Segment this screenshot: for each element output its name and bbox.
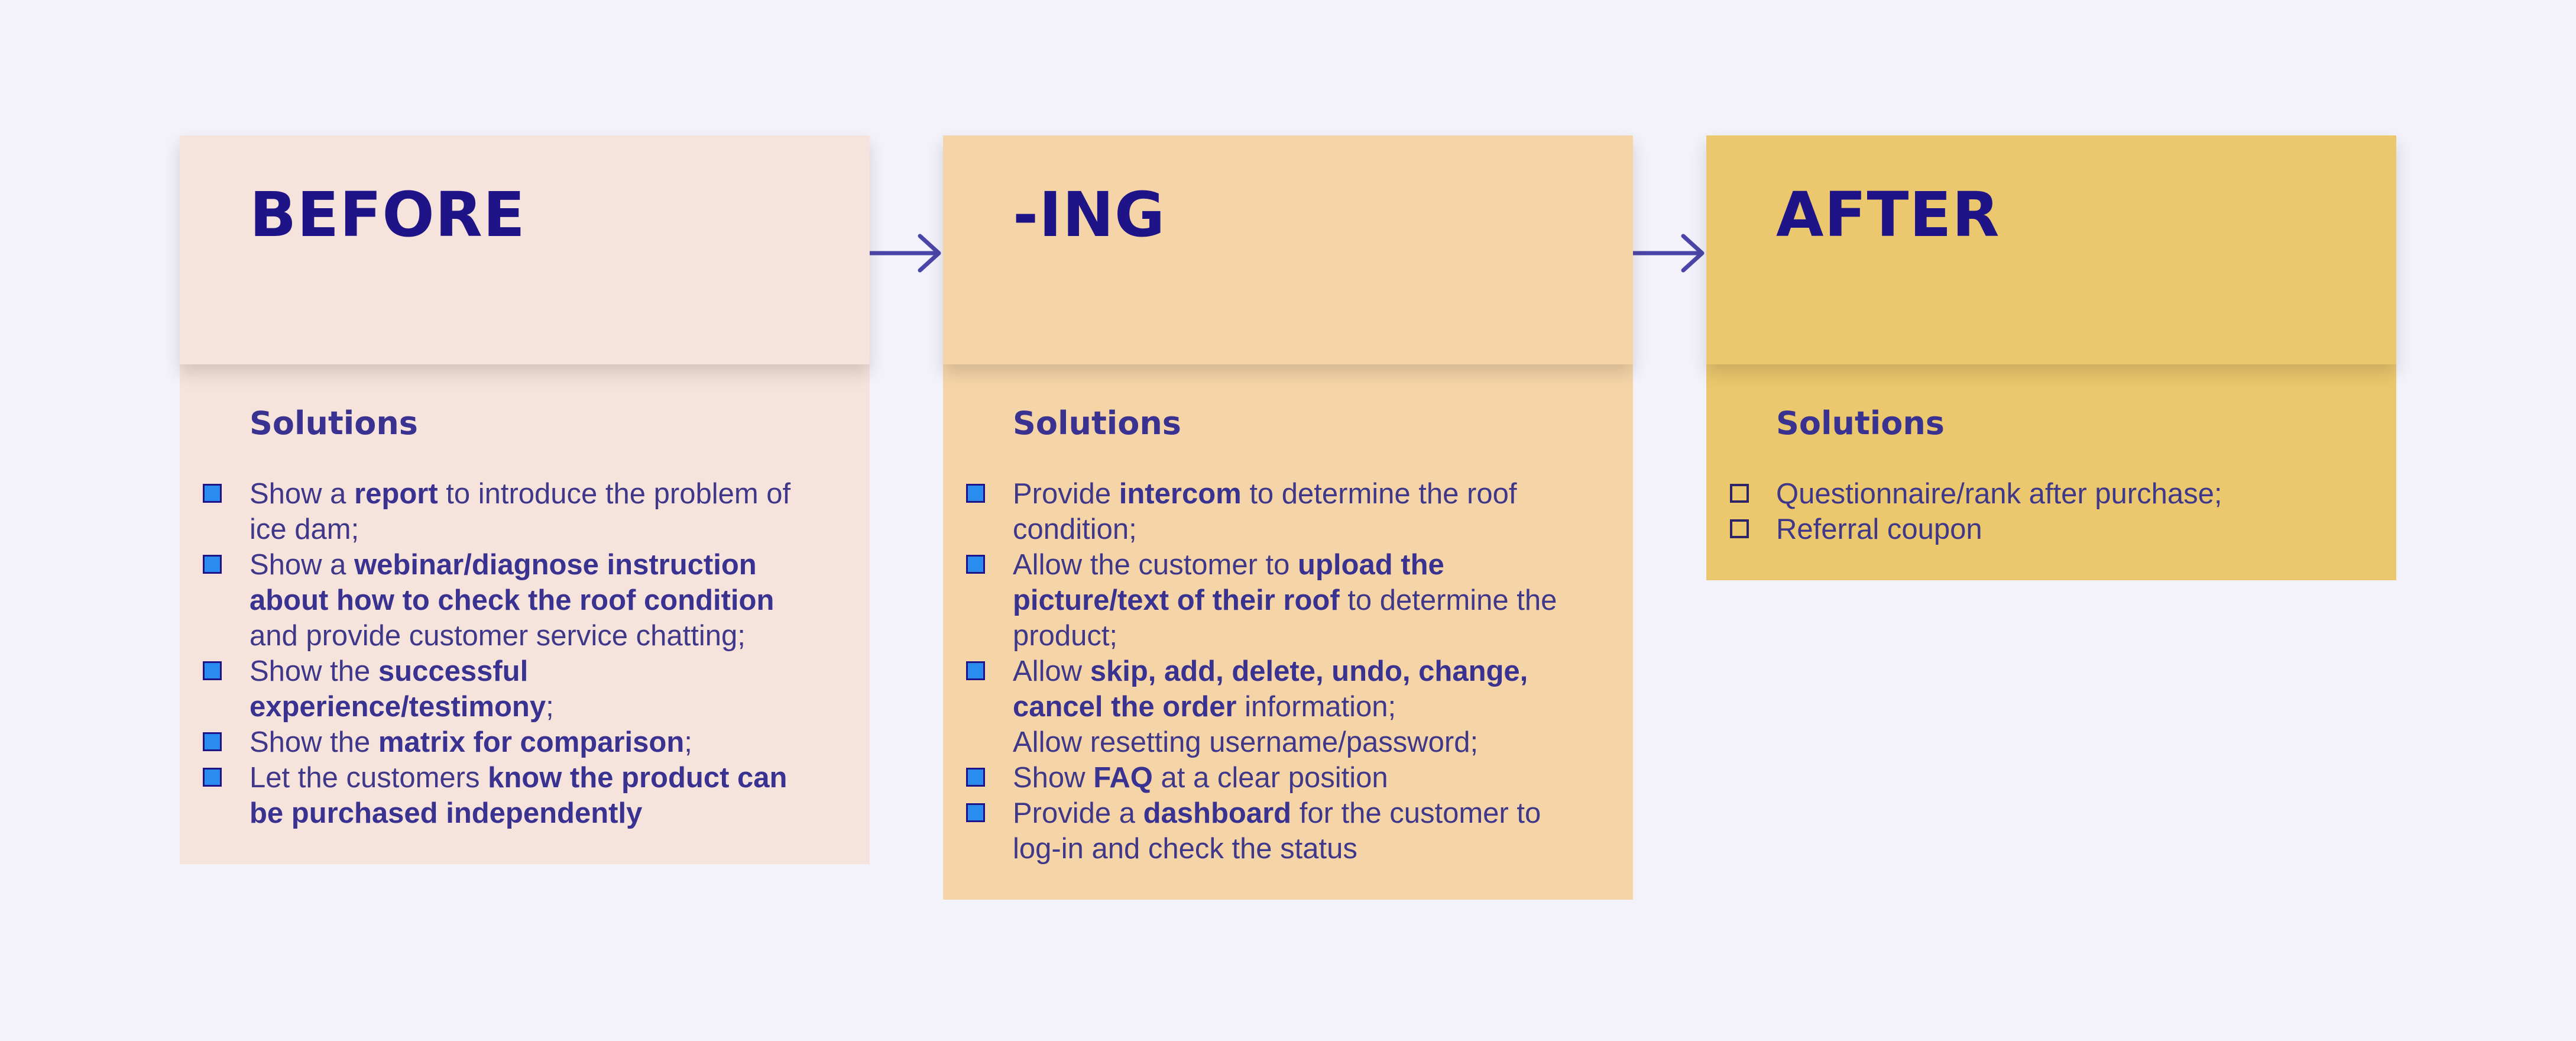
solution-item: Provide a dashboard for the customer to … — [966, 796, 1580, 867]
solution-item-text: to introduce the problem of ice dam; — [250, 478, 791, 546]
solution-item: Show a webinar/diagnose instruction abou… — [203, 547, 817, 654]
column-after-body: Solutions Questionnaire/rank after purch… — [1706, 364, 2396, 581]
column-subtitle: Solutions — [1776, 405, 1945, 442]
solution-item-text: information; — [1236, 691, 1396, 723]
solution-item-text: for the customer to log-in and check the… — [1013, 797, 1541, 865]
solutions-list: Provide intercom to determine the roof c… — [966, 476, 1580, 867]
column-subtitle: Solutions — [250, 405, 418, 442]
solution-item-text: and provide customer service chatting; — [250, 620, 746, 652]
column-subtitle: Solutions — [1013, 405, 1181, 442]
solution-item: Questionnaire/rank after purchase; — [1730, 476, 2361, 512]
checkbox-empty-icon — [1730, 484, 1749, 503]
checkbox-filled-icon — [203, 732, 222, 752]
column-after-header: AFTER — [1706, 135, 2396, 364]
solution-item: Allow skip, add, delete, undo, change, c… — [966, 654, 1580, 760]
solution-item-text: to determine the product; — [1013, 584, 1557, 652]
column-ing: -ING Solutions Provide intercom to deter… — [943, 135, 1633, 900]
checkbox-filled-icon — [203, 555, 222, 574]
column-title: AFTER — [1776, 179, 2000, 251]
right-arrow-icon — [1632, 234, 1705, 273]
checkbox-filled-icon — [966, 661, 985, 681]
solution-item-text: Allow — [1013, 655, 1090, 688]
solution-item-text: to determine the roof condition; — [1013, 478, 1517, 546]
solution-item-text: ; — [684, 726, 692, 759]
solution-item: Let the customers know the product can b… — [203, 760, 817, 831]
solution-item-text: Referral coupon — [1776, 513, 1982, 546]
solution-item-text: Show a — [250, 549, 355, 581]
checkbox-filled-icon — [203, 768, 222, 787]
checkbox-filled-icon — [966, 555, 985, 574]
solution-item-emphasis: webinar/diagnose instruction about how t… — [250, 549, 775, 617]
solution-item-text: Let the customers — [250, 762, 488, 794]
column-title: BEFORE — [250, 179, 526, 251]
solution-item: Provide intercom to determine the roof c… — [966, 476, 1580, 547]
solution-item-emphasis: intercom — [1119, 478, 1242, 510]
solution-item-emphasis: FAQ — [1093, 762, 1153, 794]
solution-item-emphasis: dashboard — [1143, 797, 1292, 830]
solution-item-emphasis: know the product can be purchased indepe… — [250, 762, 788, 830]
solution-item-emphasis: upload the picture/text of their roof — [1013, 549, 1444, 617]
solution-item: Allow the customer to upload the picture… — [966, 547, 1580, 654]
solution-item-emphasis: report — [354, 478, 438, 510]
solution-item: Show the successful experience/testimony… — [203, 654, 817, 725]
solution-item-text: Show the — [250, 655, 378, 688]
solution-item-text: Show — [1013, 762, 1094, 794]
solutions-list: Show a report to introduce the problem o… — [203, 476, 817, 831]
column-title: -ING — [1013, 179, 1166, 251]
solution-item-text: Show a — [250, 478, 355, 510]
solution-item: Show a report to introduce the problem o… — [203, 476, 817, 547]
right-arrow-icon — [869, 234, 941, 273]
solution-item-emphasis: skip, add, delete, undo, change, cancel … — [1013, 655, 1528, 723]
solutions-list: Questionnaire/rank after purchase;Referr… — [1730, 476, 2361, 547]
solution-item-emphasis: successful experience/testimony — [250, 655, 546, 723]
solution-item-emphasis: matrix for comparison — [378, 726, 685, 759]
solution-item-text: Provide — [1013, 478, 1119, 510]
column-before-header: BEFORE — [180, 135, 870, 364]
solution-item: Show FAQ at a clear position — [966, 760, 1580, 796]
checkbox-filled-icon — [966, 803, 985, 823]
checkbox-filled-icon — [966, 484, 985, 503]
solution-item-text: Allow the customer to — [1013, 549, 1298, 581]
solution-item-text: Allow resetting username/password; — [1013, 726, 1479, 759]
solution-item: Referral coupon — [1730, 512, 2361, 547]
solution-item: Show the matrix for comparison; — [203, 725, 817, 760]
checkbox-empty-icon — [1730, 519, 1749, 539]
solution-item-text: Show the — [250, 726, 378, 759]
checkbox-filled-icon — [203, 661, 222, 681]
solution-item-text: ; — [546, 691, 554, 723]
column-before: BEFORE Solutions Show a report to introd… — [180, 135, 870, 865]
checkbox-filled-icon — [966, 768, 985, 787]
checkbox-filled-icon — [203, 484, 222, 503]
solution-item-text: Questionnaire/rank after purchase; — [1776, 478, 2222, 510]
column-ing-body: Solutions Provide intercom to determine … — [943, 364, 1633, 900]
solution-item-text: Provide a — [1013, 797, 1143, 830]
column-before-body: Solutions Show a report to introduce the… — [180, 364, 870, 865]
column-after: AFTER Solutions Questionnaire/rank after… — [1706, 135, 2396, 581]
column-ing-header: -ING — [943, 135, 1633, 364]
solution-item-text: at a clear position — [1152, 762, 1388, 794]
